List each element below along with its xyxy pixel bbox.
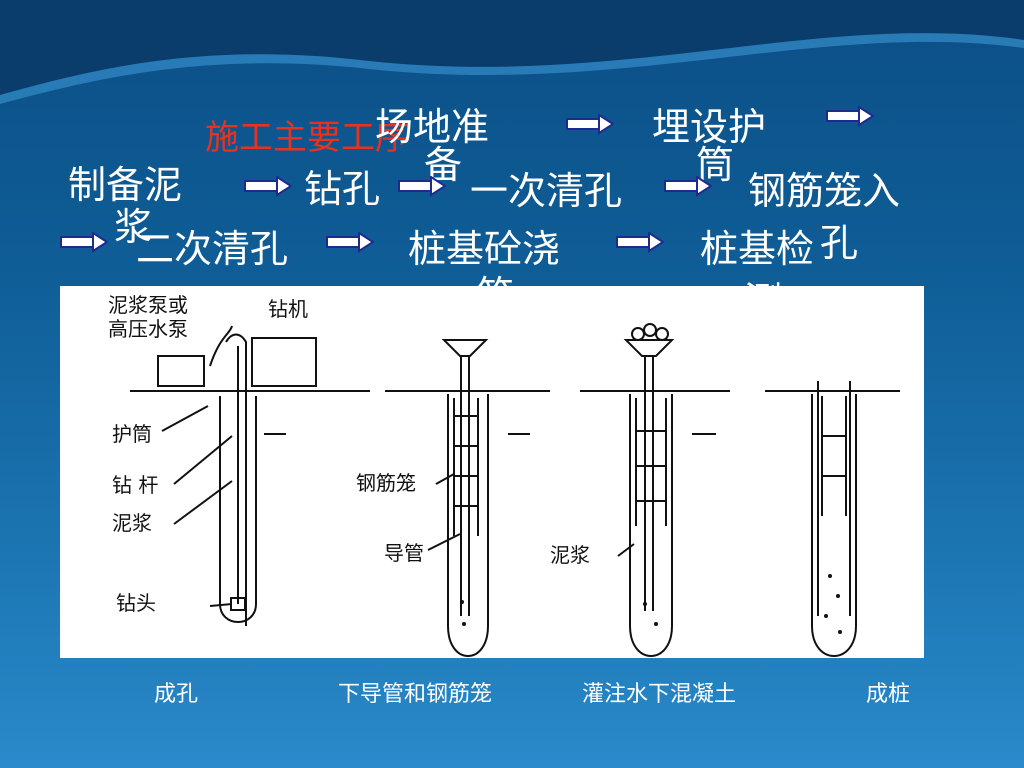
- label-pump: 泥浆泵或: [108, 293, 188, 317]
- slide-title: 施工主要工序: [205, 118, 409, 158]
- label-rod: 钻 杆: [112, 473, 158, 497]
- arrow-icon: [244, 176, 292, 197]
- step-casing-cont: 筒: [696, 143, 735, 187]
- step-first-cleaning: 一次清孔: [470, 169, 623, 213]
- arrow-icon: [326, 232, 374, 253]
- construction-diagram: 泥浆泵或 高压水泵 钻机 护筒 钻 杆 泥浆 钻头 钢筋笼 导管 泥浆: [60, 286, 924, 658]
- step-concrete-pour: 桩基砼浇: [408, 227, 561, 271]
- caption-stage-4: 成桩: [866, 682, 911, 707]
- label-casing: 护筒: [112, 422, 152, 446]
- label-tremie: 导管: [384, 541, 424, 565]
- step-pile-test-cont: 测: [744, 279, 783, 323]
- arrow-icon: [616, 232, 664, 253]
- step-drilling: 钻孔: [304, 167, 381, 211]
- label-rig: 钻机: [268, 297, 308, 321]
- step-pile-test: 桩基检: [700, 227, 815, 271]
- label-mud-2: 泥浆: [550, 543, 590, 567]
- caption-stage-3: 灌注水下混凝土: [582, 682, 737, 707]
- arrow-icon: [566, 114, 614, 135]
- step-cage-insert-cont: 孔: [820, 221, 859, 265]
- step-mud-prep: 制备泥: [68, 163, 183, 207]
- label-cage: 钢筋笼: [356, 471, 416, 495]
- arrow-icon: [664, 176, 712, 197]
- step-cage-insert: 钢筋笼入: [748, 169, 901, 213]
- arrow-icon: [398, 176, 446, 197]
- label-mud: 泥浆: [112, 511, 152, 535]
- step-second-cleaning: 二次清孔: [136, 227, 289, 271]
- step-site-prep: 场地准: [375, 105, 490, 149]
- top-wave-decoration: [0, 0, 1024, 104]
- caption-stage-1: 成孔: [154, 682, 199, 707]
- label-pump-2: 高压水泵: [108, 317, 188, 341]
- caption-stage-2: 下导管和钢筋笼: [338, 682, 493, 707]
- arrow-icon: [826, 106, 874, 127]
- step-mud-prep-cont: 浆: [114, 205, 153, 249]
- arrow-icon: [60, 232, 108, 253]
- label-bit: 钻头: [116, 591, 156, 615]
- step-casing: 埋设护: [652, 105, 767, 149]
